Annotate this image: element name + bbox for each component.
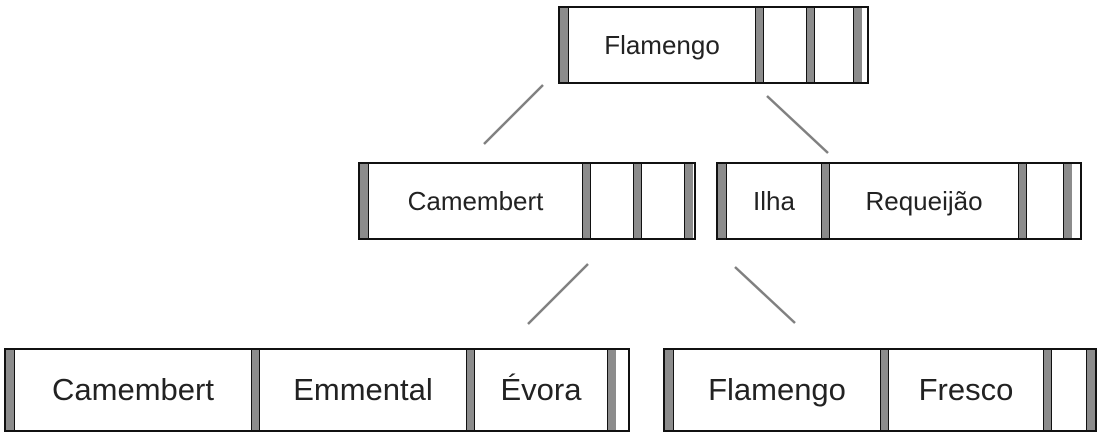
level1-right-key-3 (1027, 164, 1063, 238)
key-separator (806, 8, 815, 82)
key-separator (1063, 164, 1072, 238)
level1-right-key-2: Requeijão (865, 185, 983, 216)
leaf2-key-1: Flamengo (708, 372, 846, 407)
leaf1-key-2: Emmental (293, 372, 433, 407)
root-key-2 (764, 8, 806, 82)
key-separator (665, 350, 674, 430)
key-separator (880, 350, 889, 430)
key-separator (1043, 350, 1052, 430)
key-separator (560, 8, 569, 82)
key-separator (360, 164, 369, 238)
leaf-node-2: Flamengo Fresco (663, 348, 1097, 432)
link-left-child-to-leaf-2 (734, 266, 796, 324)
key-separator (755, 8, 764, 82)
key-separator (853, 8, 862, 82)
leaf1-key-1: Camembert (52, 372, 214, 407)
root-key-3 (815, 8, 853, 82)
level1-left-key-3 (642, 164, 684, 238)
level1-left-key-2 (591, 164, 633, 238)
key-separator (607, 350, 616, 430)
key-separator (1018, 164, 1027, 238)
level1-left-key-1: Camembert (407, 185, 544, 216)
leaf1-key-3: Évora (500, 372, 582, 407)
leaf2-key-2: Fresco (918, 372, 1014, 407)
level1-node-right: Ilha Requeijão (716, 162, 1082, 240)
key-separator (6, 350, 15, 430)
root-key-1: Flamengo (604, 29, 720, 60)
leaf-node-1: Camembert Emmental Évora (4, 348, 630, 432)
key-separator (251, 350, 260, 430)
key-separator (1086, 350, 1095, 430)
leaf2-key-3 (1052, 350, 1086, 430)
key-separator (466, 350, 475, 430)
level1-right-key-1: Ilha (753, 185, 795, 216)
key-separator (718, 164, 727, 238)
link-root-to-left-child (483, 84, 544, 145)
key-separator (684, 164, 693, 238)
root-node: Flamengo (558, 6, 869, 84)
key-separator (821, 164, 830, 238)
level1-node-left: Camembert (358, 162, 696, 240)
link-root-to-right-child (766, 95, 829, 154)
key-separator (633, 164, 642, 238)
key-separator (582, 164, 591, 238)
link-left-child-to-leaf-1 (527, 263, 589, 325)
